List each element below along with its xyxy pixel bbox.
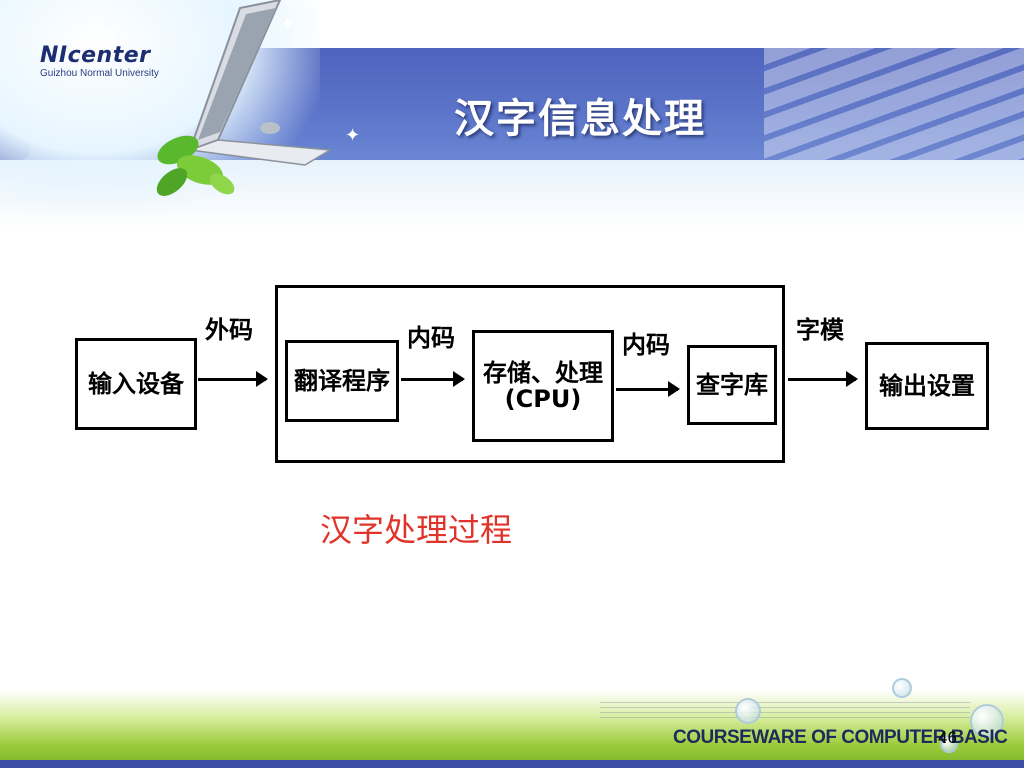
edge-label: 字模 xyxy=(796,316,844,344)
edge-label: 外码 xyxy=(205,316,253,344)
node-label: 存储、处理 xyxy=(483,359,603,387)
logo-main-text: NIcenter xyxy=(40,43,151,68)
node-label: 输出设置 xyxy=(879,372,975,400)
node-cpu: 存储、处理 (CPU) xyxy=(472,330,614,442)
laptop-illustration xyxy=(156,0,333,196)
edge-arrow xyxy=(616,381,680,397)
edge-arrow xyxy=(198,371,268,387)
edge-arrow xyxy=(401,371,465,387)
logo-sub-text: Guizhou Normal University xyxy=(40,68,159,79)
sky-cloud-graphic xyxy=(0,0,320,215)
node-label: 输入设备 xyxy=(88,370,184,398)
system-frame xyxy=(275,285,785,463)
grass-graphic xyxy=(0,690,1024,768)
sparkle-icon: ✦ xyxy=(345,125,361,146)
node-translation-program: 翻译程序 xyxy=(285,340,399,422)
bubble-icon xyxy=(735,698,761,724)
keyboard-graphic xyxy=(764,48,1024,160)
bubble-icon xyxy=(970,704,1004,738)
node-label: 翻译程序 xyxy=(294,367,390,395)
bubble-icon xyxy=(892,678,912,698)
node-label-secondary: (CPU) xyxy=(504,385,582,413)
logo: NIcenter Guizhou Normal University xyxy=(40,44,180,80)
page-number: 46 xyxy=(938,728,957,747)
edge-label: 内码 xyxy=(407,324,455,352)
node-output-device: 输出设置 xyxy=(865,342,989,430)
bubble-icon xyxy=(940,735,958,753)
sparkle-icon: ✦ xyxy=(280,14,296,35)
slide-title: 汉字信息处理 xyxy=(454,96,706,142)
edge-label: 内码 xyxy=(622,331,670,359)
node-label: 查字库 xyxy=(696,371,768,399)
decorative-text-lines xyxy=(600,702,970,720)
footer-bar xyxy=(0,760,1024,768)
node-font-library: 查字库 xyxy=(687,345,777,425)
node-input-device: 输入设备 xyxy=(75,338,197,430)
diagram-caption: 汉字处理过程 xyxy=(320,511,513,549)
edge-arrow xyxy=(788,371,858,387)
flow-diagram: 输入设备 翻译程序 存储、处理 (CPU) 查字库 输出设置 外码 内码 内码 … xyxy=(70,280,1000,470)
course-title: COURSEWARE OF COMPUTER BASIC xyxy=(673,727,1008,748)
